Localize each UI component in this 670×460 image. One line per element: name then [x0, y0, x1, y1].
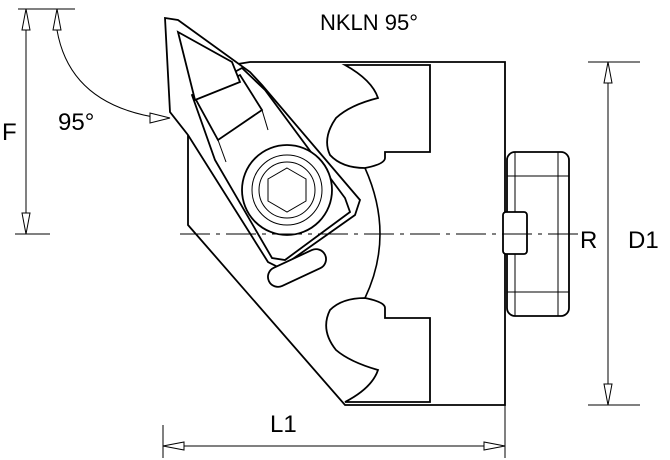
dimension-angle	[52, 8, 171, 124]
insert-slot	[267, 248, 327, 288]
insert-tip	[176, 30, 242, 102]
upper-cutout	[326, 64, 431, 169]
dimension-angle-label: 95°	[58, 109, 94, 136]
dimension-f	[15, 8, 75, 235]
dimension-r-label: R	[580, 227, 597, 254]
dimension-l1-label: L1	[270, 411, 297, 438]
dimension-l1	[162, 405, 506, 458]
dimension-f-label: F	[2, 119, 17, 146]
lower-cutout	[325, 297, 431, 403]
dimension-d1-label: D1	[628, 227, 659, 254]
dimension-d1	[588, 61, 640, 406]
drawing-title: NKLN 95°	[320, 10, 418, 35]
center-screw-icon	[241, 144, 333, 236]
